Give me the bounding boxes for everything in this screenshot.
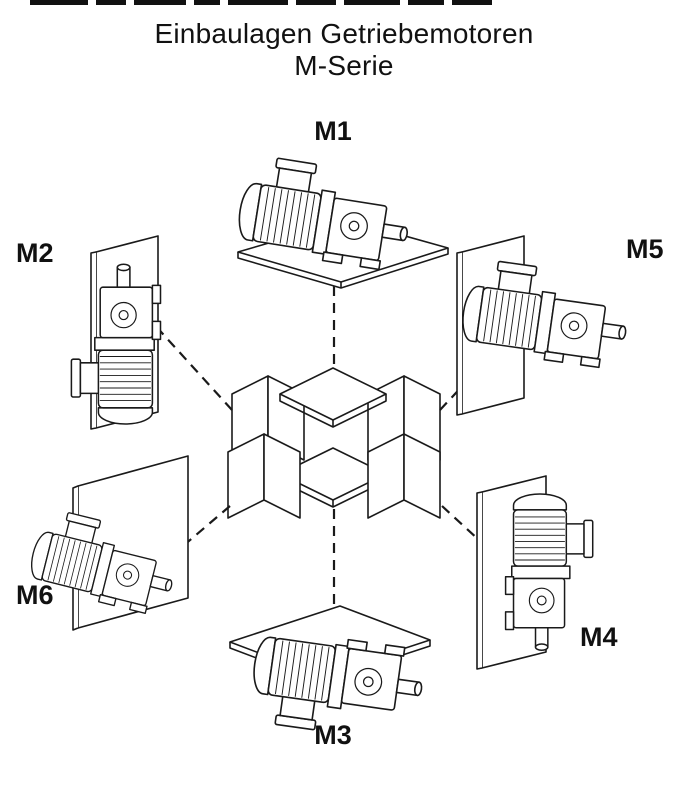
label-m2: M2 <box>16 238 54 268</box>
gearmotor-m4 <box>504 493 594 651</box>
cropped-text-fragment <box>96 0 126 5</box>
position-m4 <box>476 475 594 670</box>
position-m5 <box>456 235 634 416</box>
label-m4: M4 <box>580 622 618 652</box>
cropped-text-fragment <box>228 0 288 5</box>
cropped-text-fragment <box>344 0 400 5</box>
label-m3: M3 <box>314 720 352 750</box>
position-m2 <box>70 235 162 430</box>
center-structure <box>227 367 441 519</box>
page-title: Einbaulagen Getriebemotoren <box>154 18 534 49</box>
dashed-line-m2 <box>151 321 233 411</box>
label-m5: M5 <box>626 234 664 264</box>
label-m1: M1 <box>314 116 352 146</box>
cropped-text-fragment <box>30 0 88 5</box>
label-m6: M6 <box>16 580 54 610</box>
corner-panel-bottom-right <box>367 433 441 519</box>
cropped-text-fragment <box>194 0 220 5</box>
gearmotor-m2 <box>70 263 162 425</box>
cropped-text-fragment <box>134 0 186 5</box>
page-subtitle: M-Serie <box>294 50 394 81</box>
position-m3 <box>229 605 431 745</box>
position-m6 <box>24 455 189 631</box>
position-m1 <box>233 152 449 289</box>
cropped-text-fragment <box>452 0 492 5</box>
center-top-plate <box>279 367 387 428</box>
cropped-text-fragment <box>296 0 336 5</box>
corner-panel-bottom-left <box>227 433 301 519</box>
cropped-text-fragment <box>408 0 444 5</box>
